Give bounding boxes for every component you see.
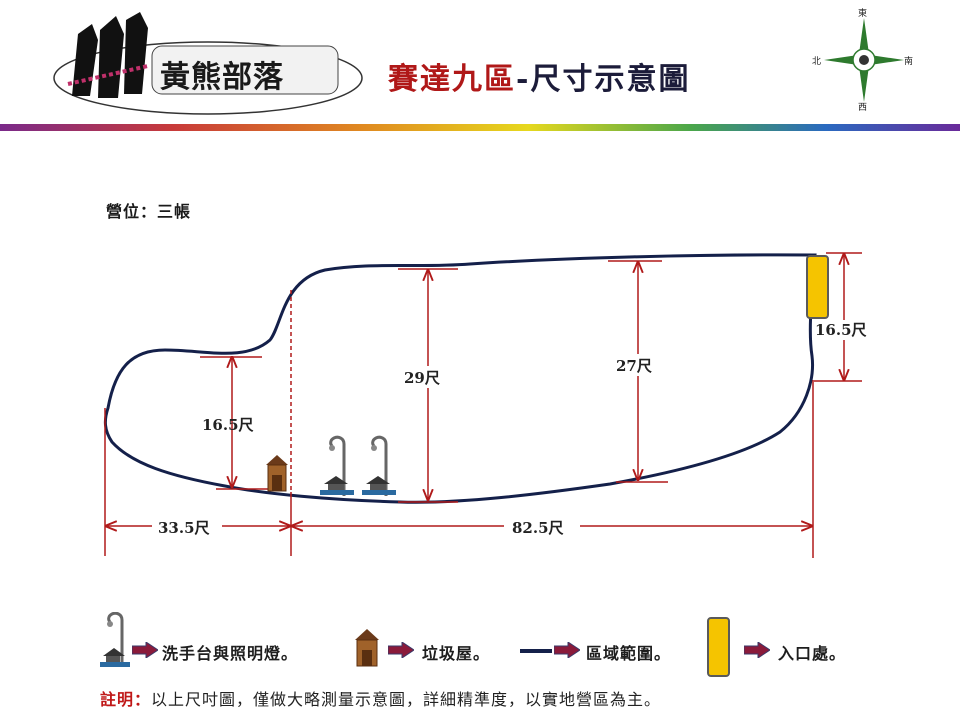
footnote-text: 以上尺吋圖，僅做大略測量示意圖，詳細精準度，以實地營區為主。: [151, 690, 662, 709]
sink-light-icon: [320, 435, 354, 496]
site-boundary: [103, 253, 817, 504]
dim-left-height-label: 16.5尺: [202, 416, 254, 434]
sink-light-icon: [362, 435, 396, 496]
trash-house-icon: [266, 455, 288, 492]
legend-entrance-label: 入口處。: [778, 644, 847, 663]
compass-left-label: 北: [812, 57, 822, 67]
legend-trash-house-label: 垃圾屋。: [422, 644, 491, 663]
label-backdrop: [152, 516, 222, 538]
entrance-marker: [806, 255, 829, 319]
compass-bottom-label: 西: [858, 103, 868, 113]
compass-rose-icon: [824, 18, 904, 102]
legend-arrow-icon: [554, 642, 580, 658]
dim-right-width-label: 82.5尺: [512, 519, 564, 537]
legend-arrow-icon: [744, 642, 770, 658]
page-title-main: 賽達九區: [388, 62, 516, 97]
legend-trash-house-icon: [355, 629, 379, 667]
legend-sink-light-label: 洗手台與照明燈。: [162, 644, 299, 663]
legend-arrow-icon: [132, 642, 158, 658]
legend-boundary-line-icon: [520, 649, 552, 653]
camp-info: 營位：三帳: [106, 202, 192, 221]
dim-middle-height-label: 29尺: [404, 369, 440, 387]
label-backdrop: [612, 354, 664, 376]
legend-sink-light-icon: [100, 612, 130, 667]
dim-left-width-label: 33.5尺: [158, 519, 210, 537]
legend-entrance-icon: [707, 617, 730, 677]
legend-arrow-icon: [388, 642, 414, 658]
compass: 東 北 南 西: [812, 6, 916, 113]
dim-right-height-label: 27尺: [616, 357, 652, 375]
logo: [28, 6, 368, 124]
page-title: 賽達九區-尺寸示意圖: [388, 54, 690, 98]
page-title-suffix: -尺寸示意圖: [516, 62, 691, 97]
header-divider: [0, 124, 960, 131]
label-backdrop: [400, 366, 456, 388]
compass-right-label: 南: [904, 57, 914, 67]
label-backdrop: [504, 516, 580, 538]
compass-top-label: 東: [858, 9, 868, 19]
label-backdrop: [812, 320, 872, 340]
dim-entrance-height-label: 16.5尺: [815, 321, 867, 339]
legend: 洗手台與照明燈。 垃圾屋。 區域範圍。 入口處。: [100, 612, 900, 677]
footnote-label: 註明：: [100, 690, 152, 709]
footnote: 註明：以上尺吋圖，僅做大略測量示意圖，詳細精準度，以實地營區為主。: [100, 686, 661, 710]
logo-graphic: [53, 12, 363, 115]
legend-boundary-label: 區域範圍。: [586, 644, 672, 663]
logo-text: 黃熊部落: [160, 60, 284, 95]
